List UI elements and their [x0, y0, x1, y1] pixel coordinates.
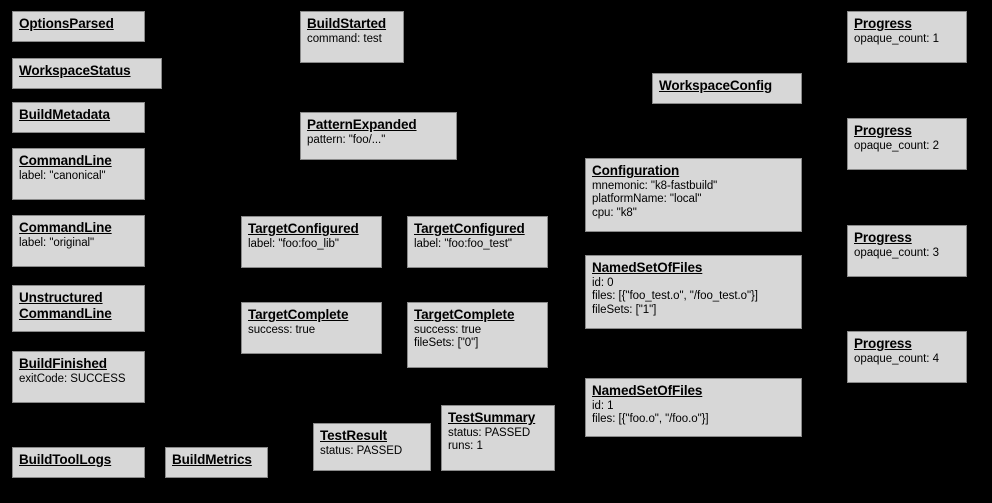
node-title: BuildMetrics	[172, 452, 252, 467]
node-field: pattern: "foo/..."	[307, 133, 386, 146]
node-title: PatternExpanded	[307, 117, 417, 132]
node-title: TestResult	[320, 428, 388, 443]
node-title: Progress	[854, 230, 912, 245]
node-field: fileSets: ["1"]	[592, 304, 657, 317]
node-title: NamedSetOfFiles	[592, 383, 703, 398]
node-title: Progress	[854, 16, 912, 31]
node-title: CommandLine	[19, 220, 112, 235]
node-field: command: test	[307, 32, 382, 45]
node-field: id: 1	[592, 399, 614, 412]
node-title: BuildToolLogs	[19, 452, 112, 467]
node-field: label: "original"	[19, 236, 95, 249]
node-title: TargetComplete	[248, 307, 349, 322]
node-field: status: PASSED	[448, 426, 531, 439]
node-field: mnemonic: "k8-fastbuild"	[592, 179, 718, 192]
node-field: opaque_count: 1	[854, 32, 939, 45]
node-title: CommandLine	[19, 153, 112, 168]
node-title: WorkspaceStatus	[19, 63, 131, 78]
node-field: label: "foo:foo_test"	[414, 237, 512, 250]
node-title: TargetConfigured	[248, 221, 359, 236]
node-title: TargetConfigured	[414, 221, 525, 236]
node-field: exitCode: SUCCESS	[19, 372, 126, 385]
node-field: success: true	[248, 323, 316, 336]
node-field: files: [{"foo_test.o", "/foo_test.o"}]	[592, 290, 758, 303]
node-workspace-config[interactable]: WorkspaceConfig	[652, 73, 802, 104]
node-options-parsed[interactable]: OptionsParsed	[12, 11, 145, 42]
node-title: OptionsParsed	[19, 16, 114, 31]
node-field: files: [{"foo.o", "/foo.o"}]	[592, 413, 709, 426]
node-field: label: "foo:foo_lib"	[248, 237, 339, 250]
node-field: opaque_count: 4	[854, 352, 939, 365]
node-build-metrics[interactable]: BuildMetrics	[165, 447, 268, 478]
node-title: BuildMetadata	[19, 107, 110, 122]
node-field: fileSets: ["0"]	[414, 337, 479, 350]
node-field: id: 0	[592, 276, 614, 289]
node-field: opaque_count: 3	[854, 246, 939, 259]
node-title: TestSummary	[448, 410, 536, 425]
node-title: TargetComplete	[414, 307, 515, 322]
node-title: Progress	[854, 123, 912, 138]
node-field: platformName: "local"	[592, 193, 702, 206]
node-field: cpu: "k8"	[592, 207, 637, 220]
node-title: Unstructured CommandLine	[19, 290, 112, 321]
node-title: WorkspaceConfig	[659, 78, 773, 93]
node-title: BuildFinished	[19, 356, 107, 371]
node-title: BuildStarted	[307, 16, 387, 31]
node-unstructured-command-line[interactable]: Unstructured CommandLine	[12, 285, 145, 332]
node-field: runs: 1	[448, 440, 483, 453]
node-build-tool-logs[interactable]: BuildToolLogs	[12, 447, 145, 478]
node-workspace-status[interactable]: WorkspaceStatus	[12, 58, 162, 89]
node-field: status: PASSED	[320, 444, 403, 457]
node-title: Configuration	[592, 163, 680, 178]
node-field: opaque_count: 2	[854, 139, 939, 152]
node-build-metadata[interactable]: BuildMetadata	[12, 102, 145, 133]
node-title: Progress	[854, 336, 912, 351]
node-field: label: "canonical"	[19, 169, 106, 182]
node-title: NamedSetOfFiles	[592, 260, 703, 275]
node-field: success: true	[414, 323, 482, 336]
